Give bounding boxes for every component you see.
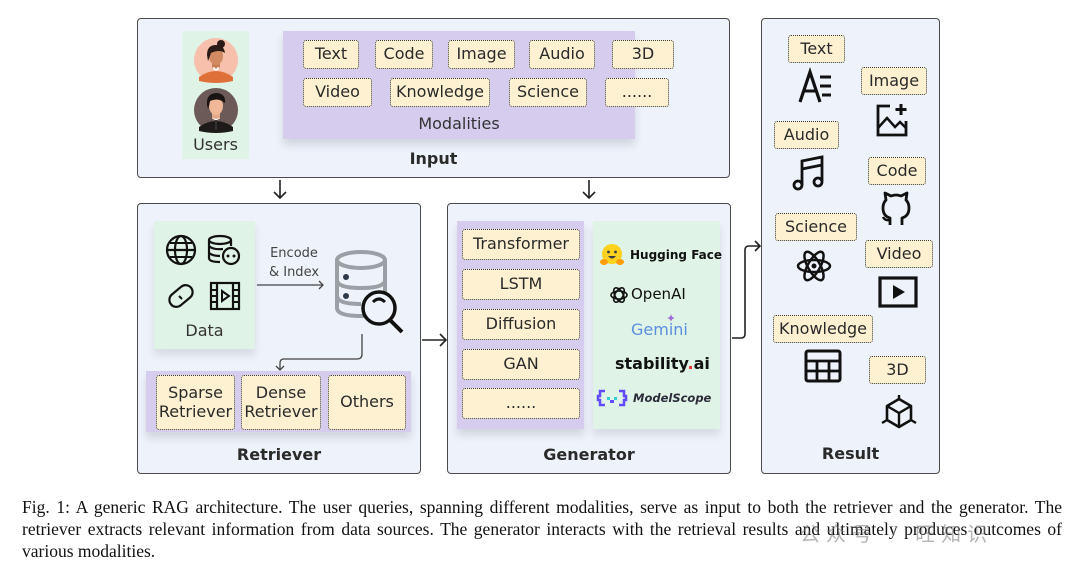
modality-tag: Science bbox=[509, 78, 587, 107]
arrow-input-to-generator bbox=[582, 180, 596, 200]
openai-label: OpenAI bbox=[631, 285, 686, 303]
film-icon bbox=[209, 281, 241, 311]
retriever-type-line: Sparse bbox=[168, 383, 223, 403]
retriever-type-line: Dense bbox=[255, 383, 307, 403]
text-icon bbox=[798, 66, 831, 103]
modality-tag: Code bbox=[375, 40, 433, 69]
retriever-type-line: Retriever bbox=[244, 401, 318, 421]
retriever-type-dense: Dense Retriever bbox=[241, 375, 321, 430]
arrow-encode-index bbox=[257, 280, 324, 290]
atom-icon bbox=[796, 250, 832, 282]
vector-database-search-icon bbox=[335, 250, 404, 334]
modalities-label: Modalities bbox=[418, 114, 500, 133]
openai-logo-icon bbox=[610, 286, 628, 304]
modalities-box: Text Code Image Audio 3D Video Knowledge… bbox=[283, 31, 674, 139]
gemini-sparkle-icon bbox=[667, 314, 675, 322]
retriever-type-sparse: Sparse Retriever bbox=[156, 375, 235, 430]
model-tag: ...... bbox=[462, 388, 580, 419]
music-note-icon bbox=[792, 155, 824, 191]
modality-tag: Image bbox=[448, 40, 515, 69]
result-tag: Audio bbox=[774, 121, 839, 149]
modality-tag: Text bbox=[303, 40, 359, 69]
cube-icon bbox=[881, 395, 917, 429]
users-box: Users bbox=[182, 31, 249, 159]
modelscope-logo-icon bbox=[596, 389, 628, 407]
result-tag: 3D bbox=[869, 356, 926, 384]
model-tag: Diffusion bbox=[462, 309, 580, 340]
arrow-retriever-to-generator bbox=[422, 333, 448, 347]
users-label: Users bbox=[193, 135, 238, 154]
model-tag: Transformer bbox=[462, 229, 580, 260]
hugging-face-label: Hugging Face bbox=[630, 248, 723, 262]
stability-ai-label: stability.ai bbox=[615, 354, 710, 373]
table-icon bbox=[804, 349, 842, 383]
modality-tag: Knowledge bbox=[390, 78, 490, 107]
modality-tag: Video bbox=[303, 78, 372, 107]
input-title: Input bbox=[409, 149, 458, 168]
modality-tag: ...... bbox=[605, 78, 669, 107]
retriever-types-box: Sparse Retriever Dense Retriever Others bbox=[146, 371, 411, 432]
retriever-type-line: Retriever bbox=[158, 401, 233, 421]
result-tag: Knowledge bbox=[773, 315, 873, 343]
input-panel: Users Text Code Image Audio 3D Video Kno… bbox=[137, 18, 730, 178]
play-icon bbox=[878, 276, 918, 308]
generator-title: Generator bbox=[543, 445, 635, 464]
result-tag: Text bbox=[788, 35, 845, 63]
stability-text: stability bbox=[615, 354, 688, 373]
globe-icon bbox=[165, 234, 197, 266]
pill-icon bbox=[168, 284, 194, 308]
arrow-input-to-retriever bbox=[273, 180, 287, 200]
result-tag: Science bbox=[775, 213, 857, 241]
figure-caption: Fig. 1: A generic RAG architecture. The … bbox=[22, 497, 1062, 561]
male-user-avatar-icon bbox=[194, 88, 238, 133]
arrow-generator-to-result bbox=[732, 240, 762, 339]
github-icon bbox=[881, 191, 911, 225]
encode-index-label-line1: Encode bbox=[270, 246, 318, 261]
encode-index-label-line2: & Index bbox=[268, 265, 320, 280]
gemini-label: Gemini bbox=[631, 320, 688, 339]
image-add-icon bbox=[876, 104, 908, 137]
retriever-type-line: Others bbox=[340, 392, 394, 412]
data-label: Data bbox=[185, 321, 224, 340]
generator-platforms-box: Hugging Face OpenAI Gemini stability.ai … bbox=[593, 221, 723, 429]
retriever-panel: Data Encode & Index Sparse Retriever Den… bbox=[137, 203, 421, 474]
modelscope-label: ModelScope bbox=[633, 391, 712, 405]
data-box: Data bbox=[154, 221, 255, 349]
database-share-icon bbox=[207, 234, 241, 266]
watermark: 公众号 · 旺知识 bbox=[800, 522, 994, 546]
hugging-face-logo-icon bbox=[600, 244, 624, 265]
result-tag: Code bbox=[868, 157, 926, 185]
stability-dot: . bbox=[687, 354, 694, 373]
arrow-db-to-retrievers bbox=[275, 334, 363, 371]
result-tag: Video bbox=[865, 240, 933, 268]
retriever-title: Retriever bbox=[236, 445, 322, 464]
generator-models-box: Transformer LSTM Diffusion GAN ...... bbox=[457, 221, 584, 429]
model-tag: LSTM bbox=[462, 269, 580, 300]
result-title: Result bbox=[821, 444, 880, 463]
stability-ai-text: ai bbox=[693, 354, 710, 373]
result-tag: Image bbox=[861, 67, 927, 95]
modality-tag: Audio bbox=[529, 40, 595, 69]
result-panel: Text Image Audio Code Science Video bbox=[761, 18, 940, 474]
female-user-avatar-icon bbox=[194, 38, 238, 83]
retriever-type-others: Others bbox=[328, 375, 406, 430]
generator-panel: Transformer LSTM Diffusion GAN ...... Hu… bbox=[447, 203, 731, 474]
modality-tag: 3D bbox=[612, 40, 674, 69]
model-tag: GAN bbox=[462, 349, 580, 380]
